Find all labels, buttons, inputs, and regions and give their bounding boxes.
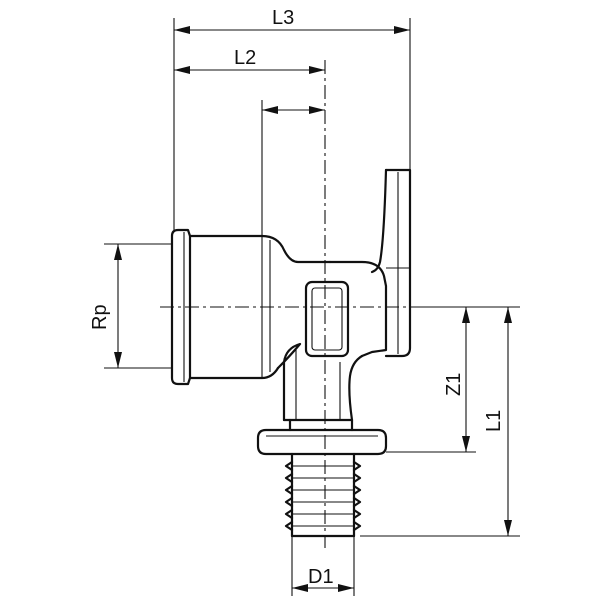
fitting-body [170,168,412,538]
socket-body [188,234,332,264]
dimension-rp [114,244,122,368]
central-housing [328,260,388,358]
dimension-l3 [174,26,410,34]
label-l2: L2 [234,47,256,69]
inner-bore-inner [311,287,343,351]
elbow-outer-right [348,354,364,422]
dimension-small [262,106,325,114]
socket-body-lower [188,366,280,380]
label-z1: Z1 [443,373,465,396]
label-l1: L1 [483,410,505,432]
inner-bore [304,280,350,358]
elbow-outer-left [276,342,302,422]
label-d1: D1 [308,566,334,588]
label-l3: L3 [272,7,294,29]
left-flange [170,228,192,386]
extension-lines [104,18,520,596]
label-rp: Rp [89,304,111,330]
ribbed-spigot [284,452,362,538]
dimension-d1 [292,584,354,592]
dimension-l1 [504,307,512,536]
wall-plate [384,168,412,358]
dimension-l2 [174,66,325,74]
dimension-z1 [462,307,470,452]
lower-collar [256,428,388,456]
wall-plate-arm [370,168,388,274]
